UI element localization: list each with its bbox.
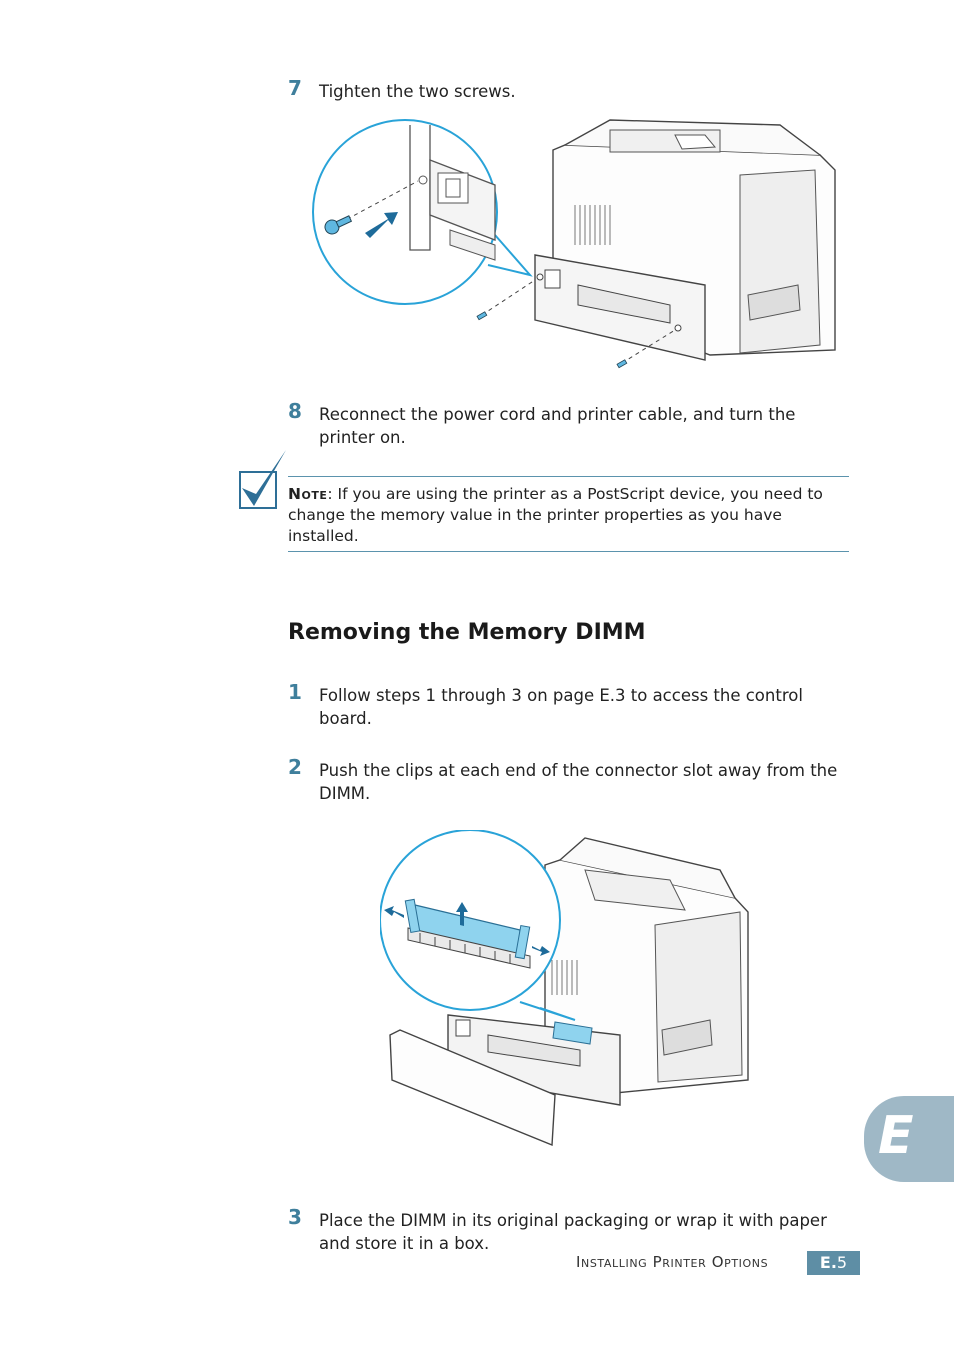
- step-text: Place the DIMM in its original packaging…: [319, 1211, 827, 1253]
- step-1: 1 Follow steps 1 through 3 on page E.3 t…: [288, 680, 848, 730]
- step-3: 3 Place the DIMM in its original packagi…: [288, 1205, 848, 1255]
- step-text: Reconnect the power cord and printer cab…: [319, 405, 796, 447]
- printer-dimm-illustration: [380, 830, 749, 1147]
- step-number: 3: [288, 1205, 302, 1229]
- section-heading: Removing the Memory DIMM: [288, 620, 646, 645]
- page-number: 5: [836, 1253, 848, 1272]
- note-box: Note: If you are using the printer as a …: [288, 476, 849, 552]
- checkmark-note-icon: [239, 450, 286, 509]
- step-text: Tighten the two screws.: [319, 82, 516, 101]
- step-7: 7 Tighten the two screws.: [288, 76, 848, 103]
- note-text: Note: If you are using the printer as a …: [288, 477, 849, 547]
- step-number: 8: [288, 399, 302, 423]
- note-body: : If you are using the printer as a Post…: [288, 485, 823, 545]
- chapter-tab: [864, 1096, 954, 1182]
- page-prefix: E.: [819, 1253, 837, 1272]
- step-text: Follow steps 1 through 3 on page E.3 to …: [319, 686, 803, 728]
- chapter-letter: E: [878, 1106, 914, 1166]
- page-number-badge: E.5: [807, 1251, 860, 1275]
- step-number: 2: [288, 755, 302, 779]
- step-2: 2 Push the clips at each end of the conn…: [288, 755, 848, 805]
- note-label: Note: [288, 485, 328, 503]
- step-number: 7: [288, 76, 302, 100]
- footer-chapter-title: Installing Printer Options: [576, 1253, 769, 1271]
- printer-screws-illustration: [312, 119, 836, 369]
- step-8: 8 Reconnect the power cord and printer c…: [288, 399, 848, 449]
- step-text: Push the clips at each end of the connec…: [319, 761, 838, 803]
- step-number: 1: [288, 680, 302, 704]
